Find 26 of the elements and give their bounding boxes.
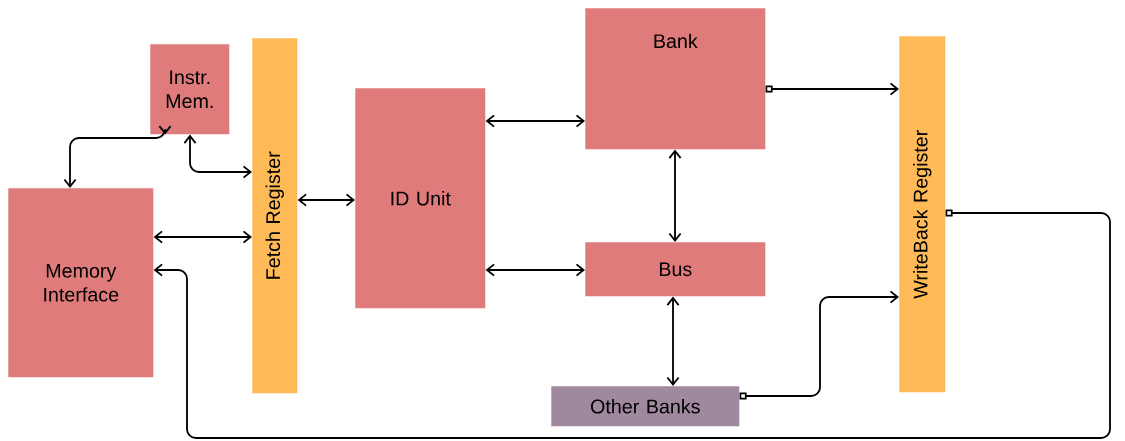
memory-box bbox=[150, 44, 230, 135]
node-label: Other Banks bbox=[590, 399, 700, 414]
register-bar bbox=[899, 36, 946, 393]
node-label: Bus bbox=[659, 262, 692, 277]
register-bar bbox=[252, 38, 298, 394]
bus-box bbox=[585, 242, 766, 297]
arrow bbox=[485, 263, 585, 277]
arrow bbox=[297, 193, 355, 207]
unit-box bbox=[355, 88, 486, 309]
arrow bbox=[153, 209, 1111, 439]
node-label: Memory Interface bbox=[44, 263, 119, 302]
interface-box bbox=[8, 188, 154, 378]
arrow bbox=[765, 82, 899, 96]
bank-box bbox=[551, 386, 740, 427]
node-label: ID Unit bbox=[391, 191, 451, 206]
node-label: Fetch Register bbox=[265, 151, 284, 279]
node-label: Instr. Mem. bbox=[166, 70, 213, 109]
arrow bbox=[183, 134, 252, 179]
node-label: WriteBack Register bbox=[913, 130, 932, 299]
arrow bbox=[153, 230, 252, 244]
arrow bbox=[485, 114, 585, 128]
arrow bbox=[668, 149, 682, 242]
arrow bbox=[63, 125, 172, 188]
bank-box: Bank bbox=[585, 8, 766, 150]
arrow bbox=[739, 290, 899, 400]
arrow bbox=[666, 296, 680, 386]
